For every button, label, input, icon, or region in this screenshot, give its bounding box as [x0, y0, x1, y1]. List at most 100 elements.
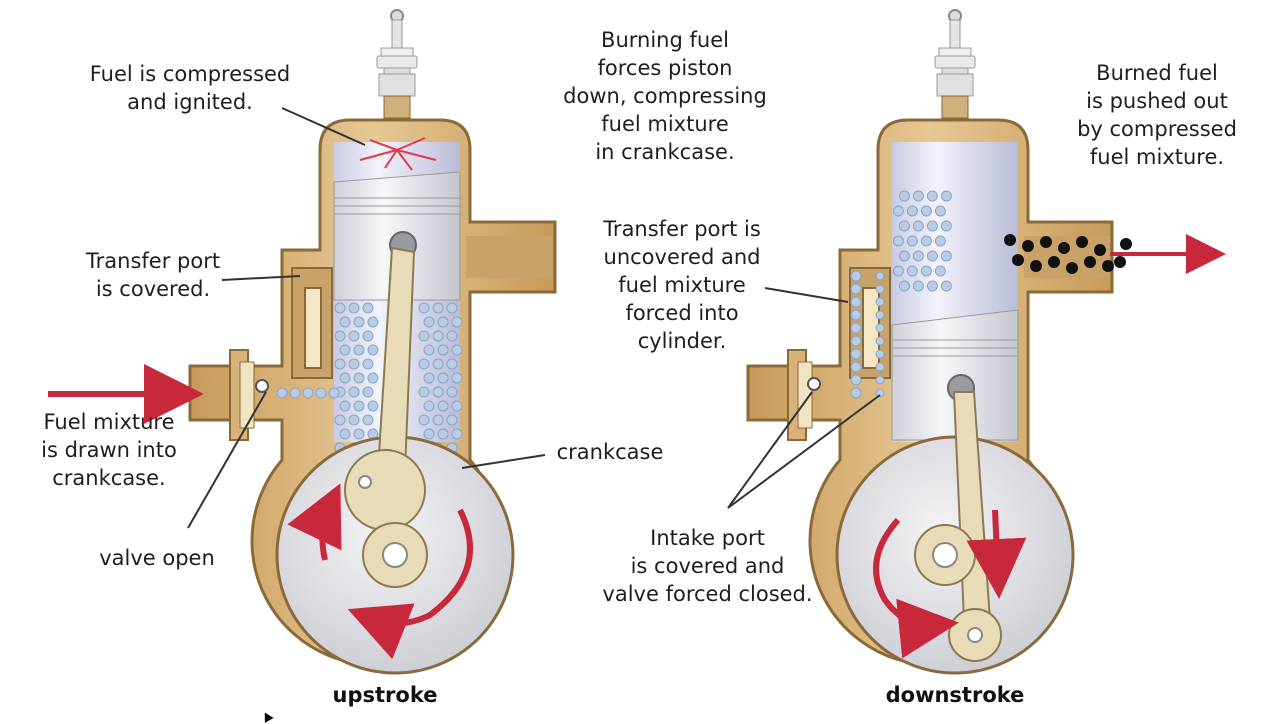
rotation-arrow-right-a	[873, 517, 959, 659]
particle	[875, 323, 885, 333]
particle	[1040, 236, 1052, 248]
particle	[875, 388, 885, 398]
particle	[850, 374, 862, 386]
particle	[367, 316, 379, 328]
particle	[850, 309, 862, 321]
particle	[432, 330, 444, 342]
particle	[875, 362, 885, 372]
particle	[898, 190, 910, 202]
particle	[898, 220, 910, 232]
particle	[1076, 236, 1088, 248]
particle	[446, 386, 458, 398]
particle	[437, 316, 449, 328]
connecting-rod-left	[344, 246, 428, 588]
particle	[1004, 234, 1016, 246]
particle	[875, 310, 885, 320]
spark-plug-left	[376, 9, 418, 119]
particle	[367, 400, 379, 412]
particle	[850, 361, 862, 373]
particle	[328, 387, 340, 399]
particle	[437, 400, 449, 412]
particle	[348, 302, 360, 314]
rotation-arrow-right-b	[966, 509, 1027, 599]
particle	[451, 400, 463, 412]
particle	[940, 190, 952, 202]
particle	[850, 335, 862, 347]
particle	[912, 190, 924, 202]
particle	[423, 316, 435, 328]
particle	[276, 387, 288, 399]
particle	[353, 400, 365, 412]
particle	[334, 358, 346, 370]
particle	[934, 205, 946, 217]
particle	[367, 372, 379, 384]
particle	[353, 428, 365, 440]
particle	[940, 250, 952, 262]
particle	[926, 220, 938, 232]
particle	[875, 349, 885, 359]
particle	[334, 414, 346, 426]
particle	[339, 428, 351, 440]
particle	[423, 344, 435, 356]
particle	[940, 280, 952, 292]
particle	[892, 235, 904, 247]
particle	[334, 330, 346, 342]
label-crankcase: crankcase	[556, 440, 664, 464]
particle	[367, 344, 379, 356]
particle	[1066, 262, 1078, 274]
particle	[926, 190, 938, 202]
particle	[339, 344, 351, 356]
particle	[920, 235, 932, 247]
particle	[418, 414, 430, 426]
piston-right	[891, 309, 1019, 441]
particle	[850, 283, 862, 295]
particle	[432, 302, 444, 314]
particle	[362, 358, 374, 370]
particle	[339, 372, 351, 384]
rotation-arrow-left-b	[347, 508, 473, 660]
particle	[418, 302, 430, 314]
particle	[353, 316, 365, 328]
particle	[906, 265, 918, 277]
particle	[1120, 238, 1132, 250]
particle	[926, 250, 938, 262]
particle	[315, 387, 327, 399]
particle	[339, 316, 351, 328]
particle	[850, 322, 862, 334]
particle	[432, 386, 444, 398]
particle	[446, 358, 458, 370]
particle	[850, 348, 862, 360]
particle	[432, 414, 444, 426]
burned-fuel-particles	[1004, 234, 1132, 274]
particle	[362, 386, 374, 398]
particle	[875, 297, 885, 307]
particle	[423, 372, 435, 384]
particle	[940, 220, 952, 232]
label-transfer-covered: Transfer port is covered.	[85, 249, 221, 301]
fuel-mixture-bubbles-right	[850, 190, 952, 399]
label-burning-fuel: Burning fuel forces piston down, compres…	[563, 28, 767, 164]
particle	[418, 386, 430, 398]
particle	[432, 358, 444, 370]
particle	[353, 344, 365, 356]
particle	[892, 265, 904, 277]
label-fuel-mixture-drawn: Fuel mixture is drawn into crankcase.	[41, 410, 177, 490]
particle	[898, 250, 910, 262]
label-transfer-uncovered: Transfer port is uncovered and fuel mixt…	[603, 217, 761, 353]
particle	[898, 280, 910, 292]
particle	[906, 235, 918, 247]
particle	[1084, 256, 1096, 268]
particle	[1048, 256, 1060, 268]
particle	[1030, 260, 1042, 272]
particle	[451, 372, 463, 384]
particle	[1022, 240, 1034, 252]
label-burned-fuel: Burned fuel is pushed out by compressed …	[1077, 61, 1237, 169]
particle	[926, 280, 938, 292]
particle	[451, 344, 463, 356]
particle	[339, 400, 351, 412]
spark-burst	[359, 137, 437, 171]
caption-downstroke: downstroke	[885, 683, 1025, 707]
particle	[451, 428, 463, 440]
particle	[892, 205, 904, 217]
